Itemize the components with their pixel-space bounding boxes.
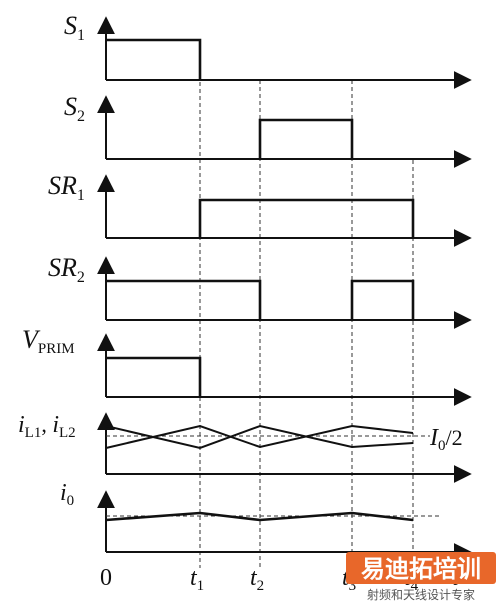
channel-sr2: SR2 [48,253,472,329]
il2-waveform [105,424,414,450]
watermark: 易迪拓培训 射频和天线设计专家 [346,552,496,602]
i0-waveform [105,511,414,522]
s1-waveform [106,38,202,80]
il1-waveform [105,424,414,449]
channel-s2: S2 [64,92,472,168]
time-guides [199,40,414,568]
time-tick-t2: t2 [250,565,264,594]
watermark-title: 易迪拓培训 [361,555,481,583]
sr2-waveform-a [106,279,262,320]
sr2-label: SR2 [48,253,85,286]
channel-s1: S1 [64,11,472,89]
watermark-subtitle: 射频和天线设计专家 [367,587,475,602]
vprim-label: VPRIM [22,325,75,357]
s2-waveform [258,118,354,159]
s2-label: S2 [64,92,85,125]
s1-label: S1 [64,11,85,44]
i0-label: i0 [60,480,74,509]
time-origin-label: 0 [100,565,112,591]
sr2-waveform-b [350,279,415,320]
watermark-box [346,552,496,584]
il-label: iL1, iL2 [18,412,76,441]
channel-output-current: i0 [60,480,472,561]
vprim-waveform [106,356,202,397]
sr1-waveform [198,198,415,238]
time-tick-t1: t1 [190,565,204,594]
channel-sr1: SR1 [48,171,472,247]
channel-inductor-currents: iL1, iL2 I0/2 [18,412,472,483]
sr1-label: SR1 [48,171,85,204]
channel-vprim: VPRIM [22,325,472,406]
half-output-current-label: I0/2 [429,425,463,454]
